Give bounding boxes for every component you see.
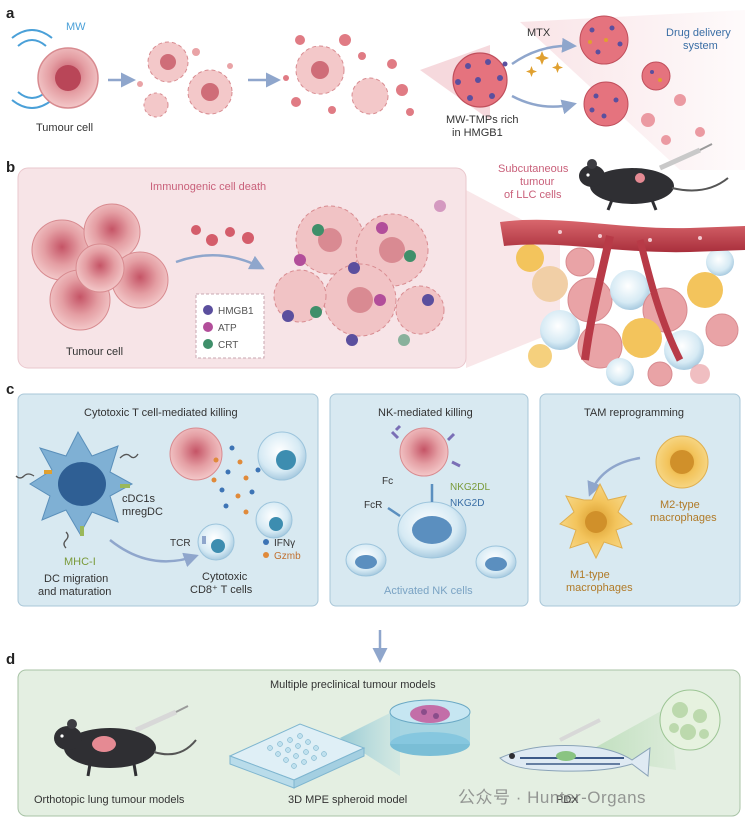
legend-swatch-atp bbox=[203, 322, 213, 332]
syringe-icon bbox=[658, 143, 713, 171]
dc-migration-label-2: and maturation bbox=[38, 586, 111, 598]
well-plate bbox=[228, 723, 366, 789]
lung-model-mouse bbox=[54, 705, 197, 777]
gzmb-label: Gzmb bbox=[274, 551, 301, 562]
mregdc-label: mregDC bbox=[122, 506, 163, 518]
mtx-label: MTX bbox=[527, 27, 551, 39]
nk-cells bbox=[345, 484, 517, 579]
arrow-plain bbox=[511, 94, 577, 115]
nkg2d-label: NKG2D bbox=[450, 498, 484, 509]
spheroid-label: 3D MPE spheroid model bbox=[288, 794, 407, 806]
t-cells bbox=[197, 431, 307, 561]
subq-label-2: tumour bbox=[520, 176, 555, 188]
subq-label-3: of LLC cells bbox=[504, 189, 562, 201]
nk-cells-label: Activated NK cells bbox=[384, 585, 473, 597]
drug-loaded-particles bbox=[579, 15, 705, 145]
tam-title: TAM reprogramming bbox=[584, 407, 684, 419]
panel-d: d Multiple preclinical tumour models Ort… bbox=[6, 651, 741, 817]
icd-label: Immunogenic cell death bbox=[150, 181, 266, 193]
lung-model-label: Orthotopic lung tumour models bbox=[34, 794, 185, 806]
m2-label-2: macrophages bbox=[650, 512, 717, 524]
tcr-label: TCR bbox=[170, 538, 191, 549]
spheroid-dish bbox=[389, 699, 471, 756]
tumour-microenvironment bbox=[516, 244, 739, 387]
t-cell-title: Cytotoxic T cell-mediated killing bbox=[84, 407, 238, 419]
subq-label-1: Subcutaneous bbox=[498, 163, 569, 175]
nk-target-cell bbox=[390, 424, 461, 477]
legend-hmgb1: HMGB1 bbox=[218, 306, 254, 317]
panel-b: b Immunogenic cell death Tumour cell bbox=[6, 143, 745, 387]
arrow-tam bbox=[587, 456, 641, 497]
dc-migration-label-1: DC migration bbox=[44, 573, 108, 585]
d-title: Multiple preclinical tumour models bbox=[270, 679, 436, 691]
m2-label-1: M2-type bbox=[660, 499, 700, 511]
panel-letter-c: c bbox=[6, 381, 14, 398]
gzmb-swatch bbox=[263, 552, 269, 558]
nkg2dl-label: NKG2DL bbox=[450, 482, 490, 493]
arrow-b bbox=[175, 254, 265, 270]
panel-letter-d: d bbox=[6, 651, 15, 668]
panel-c1-box bbox=[17, 393, 319, 607]
panel-a: a MW Tumour cell bbox=[6, 5, 745, 170]
nk-title: NK-mediated killing bbox=[378, 407, 473, 419]
legend-atp: ATP bbox=[218, 323, 237, 334]
ctl-label-1: Cytotoxic bbox=[202, 571, 248, 583]
watermark: 公众号 · Hunter-Organs bbox=[458, 788, 647, 807]
tumour-nucleus bbox=[55, 65, 81, 91]
blood-vessel bbox=[500, 219, 745, 362]
pdx-tissue bbox=[659, 689, 721, 751]
tumour-cell-label-a: Tumour cell bbox=[36, 122, 93, 134]
zebrafish-icon bbox=[499, 718, 651, 777]
tmp-label-2: in HMGB1 bbox=[452, 127, 503, 139]
target-tumour-cell bbox=[169, 427, 223, 481]
arrow-dc bbox=[109, 539, 199, 568]
arrow-mtx bbox=[511, 37, 577, 66]
legend-crt: CRT bbox=[218, 340, 238, 351]
drug-delivery-label-1: Drug delivery bbox=[666, 27, 731, 39]
pdx-label: PDX bbox=[556, 794, 579, 806]
dying-cells bbox=[273, 205, 445, 337]
fcr-label: FcR bbox=[364, 500, 382, 511]
dendritic-cell bbox=[15, 430, 139, 549]
m1-label-1: M1-type bbox=[570, 569, 610, 581]
fragmenting-cells bbox=[137, 41, 233, 118]
tmp-small-particles bbox=[191, 225, 254, 246]
fc-label: Fc bbox=[382, 476, 393, 487]
m1-macrophage bbox=[559, 482, 633, 560]
m2-macrophage bbox=[655, 435, 709, 489]
cytotoxic-granules bbox=[211, 445, 261, 515]
panel-letter-b: b bbox=[6, 159, 15, 176]
tumour-cluster bbox=[31, 203, 169, 331]
m1-label-2: macrophages bbox=[566, 582, 633, 594]
spheroid-beam bbox=[340, 708, 400, 776]
ctl-label-2: CD8⁺ T cells bbox=[190, 584, 253, 596]
ifn-label: IFNγ bbox=[274, 538, 295, 549]
mhc-label: MHC-I bbox=[64, 556, 96, 568]
damp-molecules bbox=[282, 200, 446, 346]
mouse-icon bbox=[579, 159, 729, 211]
panel-c: c Cytotoxic T cell-mediated killing cDC1… bbox=[6, 381, 741, 607]
ifn-swatch bbox=[263, 539, 269, 545]
panel-letter-a: a bbox=[6, 5, 15, 22]
cdc1-label: cDC1s bbox=[122, 493, 156, 505]
drug-delivery-label-2: system bbox=[683, 40, 718, 52]
mw-label: MW bbox=[66, 21, 86, 33]
mw-tmp-particle bbox=[452, 52, 508, 108]
tmp-label-1: MW-TMPs rich bbox=[446, 114, 519, 126]
legend-swatch-hmgb1 bbox=[203, 305, 213, 315]
legend-swatch-crt bbox=[203, 339, 213, 349]
mtx-drug-icon bbox=[526, 51, 563, 77]
microparticles-released bbox=[283, 34, 414, 116]
tumour-cell-label-b: Tumour cell bbox=[66, 346, 123, 358]
